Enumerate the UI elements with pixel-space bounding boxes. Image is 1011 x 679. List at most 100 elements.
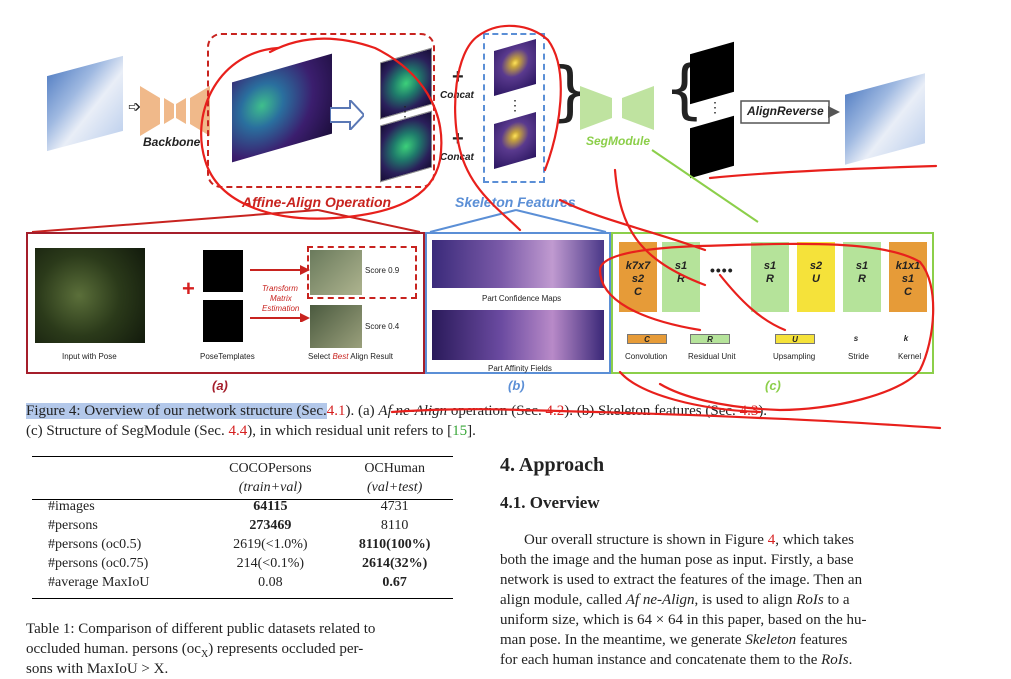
table-cell: 0.67 [382,574,407,590]
figure-caption-line2: (c) Structure of SegModule (Sec. 4.4), i… [26,421,476,441]
segmodule-block-line: k1x1 [895,260,921,272]
align-result-1 [310,250,362,295]
select-best-label: Select Best Align Result [308,352,393,361]
table-header-ochuman: OCHuman [364,460,425,476]
affinity-fields-image [432,310,604,360]
para-line1: Our overall structure is shown in Figure… [500,530,936,550]
legend-label: Stride [848,352,869,361]
table-caption2-b: ) represents occluded per- [208,641,364,657]
affine-align-title: Affine-Align Operation [242,194,392,210]
segmodule-block-line: s1 [855,260,869,272]
score-2: Score 0.4 [365,322,400,331]
dataset-table: COCOPersons OCHuman (train+val) (val+tes… [32,459,453,592]
panel-b-tag: (b) [508,378,525,393]
select-best: Best [332,352,349,361]
table-row: #average MaxIoU 0.08 0.67 [32,573,453,592]
para-line7: for each human instance and concatenate … [500,650,936,670]
legend-label: Upsampling [773,352,816,361]
segmodule-block-line: s1 [763,260,777,272]
table-cell: 8110(100%) [358,536,431,552]
para-l6-b: features [796,632,848,648]
arrow-outline-icon [330,100,364,130]
alignreverse-label: AlignReverse [747,104,824,118]
concat-label-1: Concat [440,90,474,101]
caption-b: ). (a) [345,403,379,419]
skeleton-features-title: Skeleton Features [455,194,576,210]
para-l4-i2: RoIs [796,592,824,608]
segmodule-block-line: s1 [901,273,915,285]
segmodule-block-line: R [858,273,866,285]
table-cell: 0.08 [258,574,283,590]
segmodule-block-line: s2 [631,273,645,285]
table-cell: 2614(32%) [361,555,428,571]
caption-c: operation (Sec. [447,403,546,419]
segmodule-block-line: U [812,273,820,285]
table-cell: 8110 [380,517,409,533]
para-l7-b: . [848,652,853,668]
para-l7-a: for each human instance and concatenate … [500,652,822,668]
table-top-rule [32,456,453,457]
table-cell: #average MaxIoU [48,574,150,590]
para-l4-c: to a [823,592,850,608]
caption2-b: ), in which residual unit refers to [ [247,423,453,439]
input-with-pose-image [35,248,145,343]
table-cell: 2619(<1.0%) [233,536,308,552]
confidence-maps-label: Part Confidence Maps [482,294,562,303]
transform-label-3: Estimation [262,304,300,313]
table-cell: #persons (oc0.5) [48,536,142,552]
best-score-box [307,246,417,299]
legend-key: C [627,334,667,344]
backbone-diagram [140,86,210,136]
subsection-heading: 4.1. Overview [500,493,600,512]
caption2-ref5[interactable]: 15 [452,423,468,439]
select-prefix: Select [308,352,333,361]
legend-key: s [853,334,859,343]
panel-c-tag: (c) [765,378,781,393]
panel-b [425,232,611,374]
transform-label-1: Transform [262,284,298,293]
legend-key: R [690,334,730,344]
mask-dots: ⋮ [708,101,722,116]
segmodule-block-line: s1 [674,260,688,272]
affine-align-box [207,33,435,188]
segmodule-block-line: R [677,273,685,285]
score-1: Score 0.9 [365,266,400,275]
table-cell: 64115 [253,498,288,514]
legend-key: k [903,334,909,343]
segmodule-diagram [580,86,654,130]
select-suffix: Align Result [348,352,393,361]
panel-a [26,232,425,374]
table-caption2-a: occluded human. persons (oc [26,641,201,657]
legend-label: Kernel [898,352,922,361]
segmodule-block-line: C [634,286,642,298]
table-mid-rule [32,499,453,500]
table-cell: #images [48,498,95,514]
caption2-a: (c) Structure of SegModule (Sec. [26,423,229,439]
table-caption-line3: sons with MaxIoU > X. [26,661,169,677]
backbone-label: Backbone [143,135,201,149]
table-caption2-sub: X [200,649,209,660]
caption-ref1[interactable]: 4.1 [326,403,346,419]
section-heading: 4. Approach [500,454,605,476]
para-line4: align module, called Af ne-Align, is use… [500,590,936,610]
table-sub-coco: (train+val) [238,479,302,495]
skeleton-box [483,33,545,183]
para-l4-a: align module, called [500,592,626,608]
table-cell: 4731 [380,498,409,514]
para-l1-a: Our overall structure is shown in Figure [524,532,768,548]
para-l1-ref[interactable]: 4 [767,532,776,548]
pose-template-1 [203,250,243,292]
arrow-glyph: ➩ [128,99,142,116]
para-line5: uniform size, which is 64 × 64 in this p… [500,612,867,628]
panel-a-tag: (a) [212,378,228,393]
caption2-ref4[interactable]: 4.4 [228,423,248,439]
para-line6: man pose. In the meantime, we generate S… [500,630,936,650]
legend-label: Residual Unit [688,352,736,361]
